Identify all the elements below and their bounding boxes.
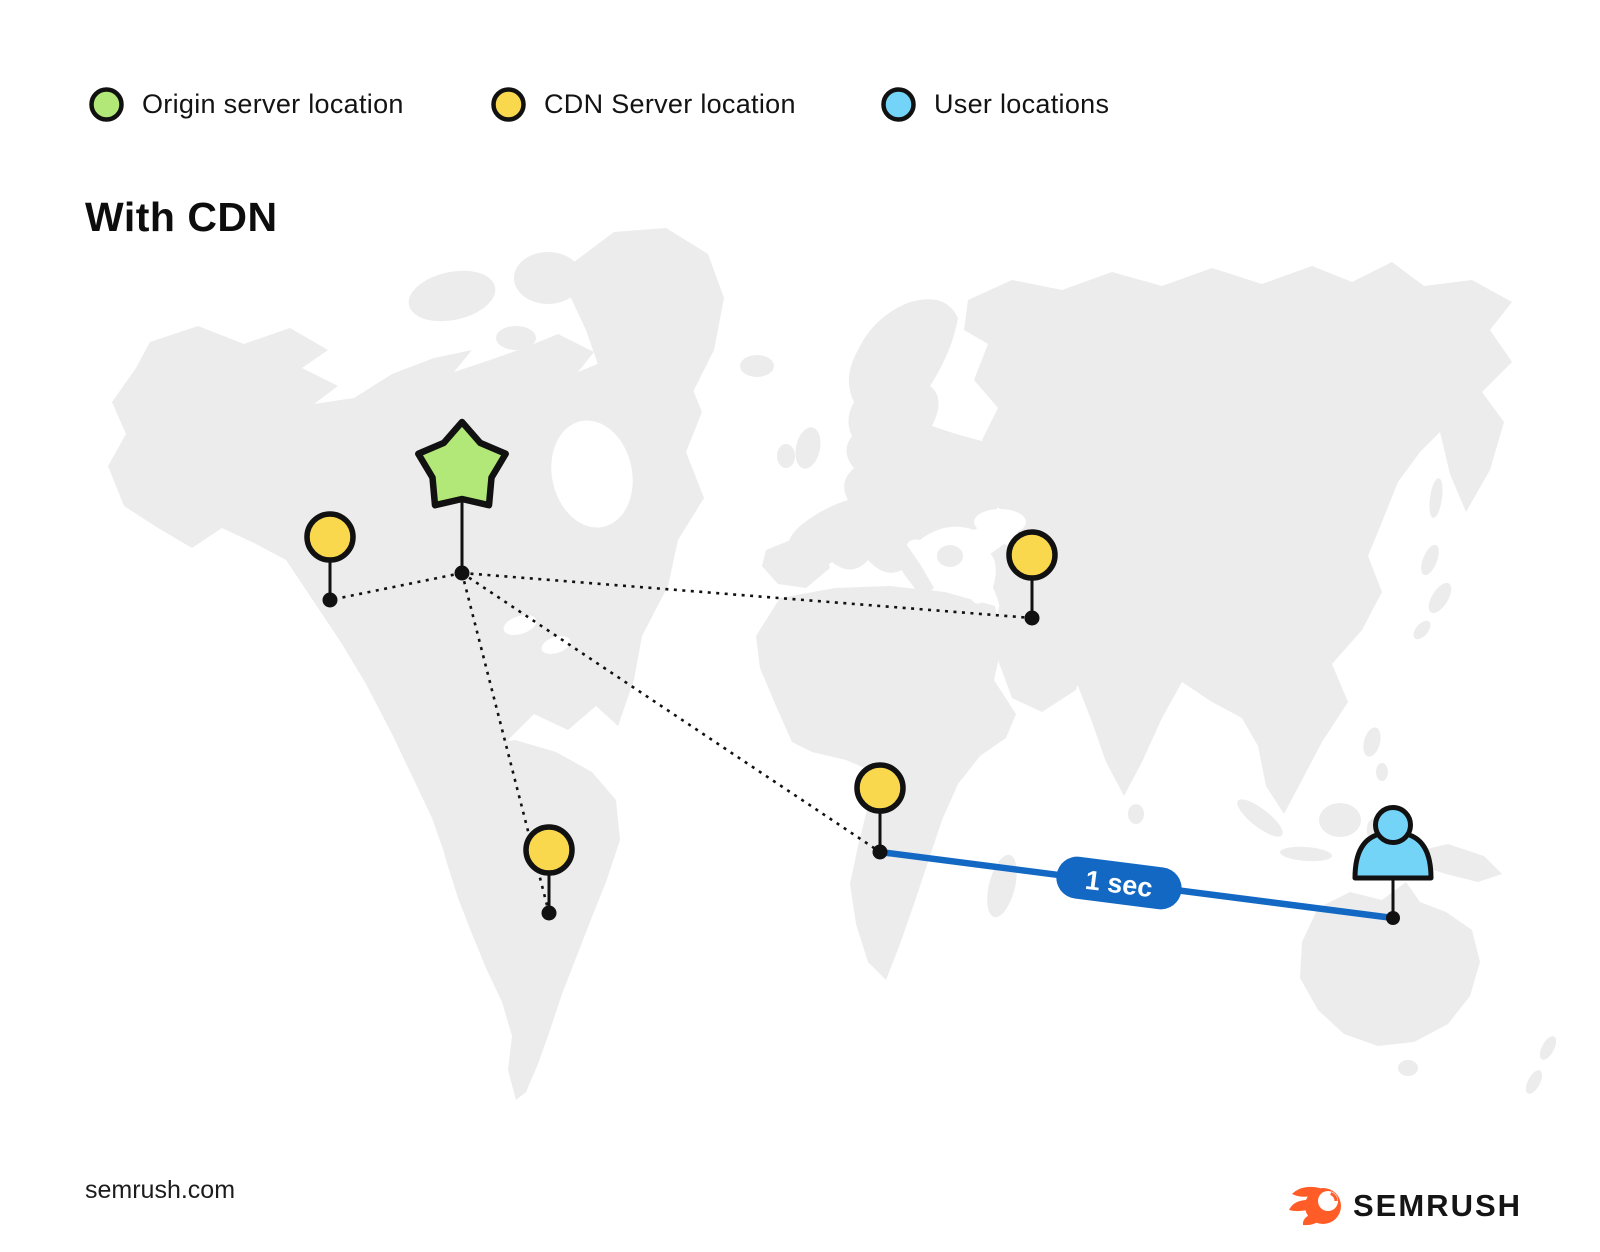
- cdn-server-markers: [304, 511, 1058, 876]
- user-locations-legend-icon: [881, 86, 916, 122]
- cdn-server-icon-africa: [854, 762, 906, 814]
- semrush-logo: SEMRUSH: [1286, 1182, 1522, 1230]
- continent-north-america: [108, 326, 704, 878]
- marker-ground-dots: [322, 565, 1400, 925]
- legend-label-user-locations: User locations: [934, 88, 1110, 119]
- semrush-wordmark: SEMRUSH: [1353, 1188, 1523, 1223]
- continent-europe: [787, 299, 1006, 573]
- origin-server-star-icon: [415, 418, 509, 509]
- origin-to-cdn-routes: [329, 571, 1033, 914]
- legend-item-origin-server: Origin server location: [88, 84, 404, 124]
- cdn-server-icon-south-america: [523, 824, 575, 876]
- legend-label-origin-server: Origin server location: [142, 88, 404, 119]
- world-map-lakes: [503, 420, 1026, 654]
- world-map-continents: [108, 228, 1557, 1100]
- cdn-server-legend-icon: [491, 86, 526, 122]
- route-origin-to-north-america: [329, 571, 463, 602]
- continent-south-america: [428, 740, 620, 1100]
- page-title: With CDN: [85, 194, 278, 240]
- latency-pill: [1056, 856, 1182, 910]
- latency-badge: 1 sec: [1056, 856, 1182, 910]
- world-map-islands-east: [1128, 478, 1502, 882]
- cdn-server-icon-north-america: [304, 511, 356, 563]
- legend-item-user-locations: User locations: [880, 84, 1109, 124]
- continent-greenland: [570, 228, 724, 450]
- route-origin-to-africa: [461, 571, 881, 854]
- user-icon-head: [1373, 805, 1413, 845]
- continent-australia: [1300, 882, 1480, 1046]
- continent-asia: [964, 262, 1512, 814]
- legend-item-cdn-server: CDN Server location: [490, 84, 796, 124]
- origin-server-marker: [415, 418, 509, 509]
- footer-site-url: semrush.com: [85, 1176, 236, 1204]
- semrush-flame-icon: [1289, 1186, 1341, 1226]
- user-marker-australia: [1352, 805, 1434, 881]
- origin-server-legend-icon: [89, 86, 124, 122]
- cdn-server-icon-central-asia: [1006, 529, 1058, 581]
- legend-label-cdn-server: CDN Server location: [544, 88, 796, 119]
- route-origin-to-central-asia: [461, 571, 1033, 620]
